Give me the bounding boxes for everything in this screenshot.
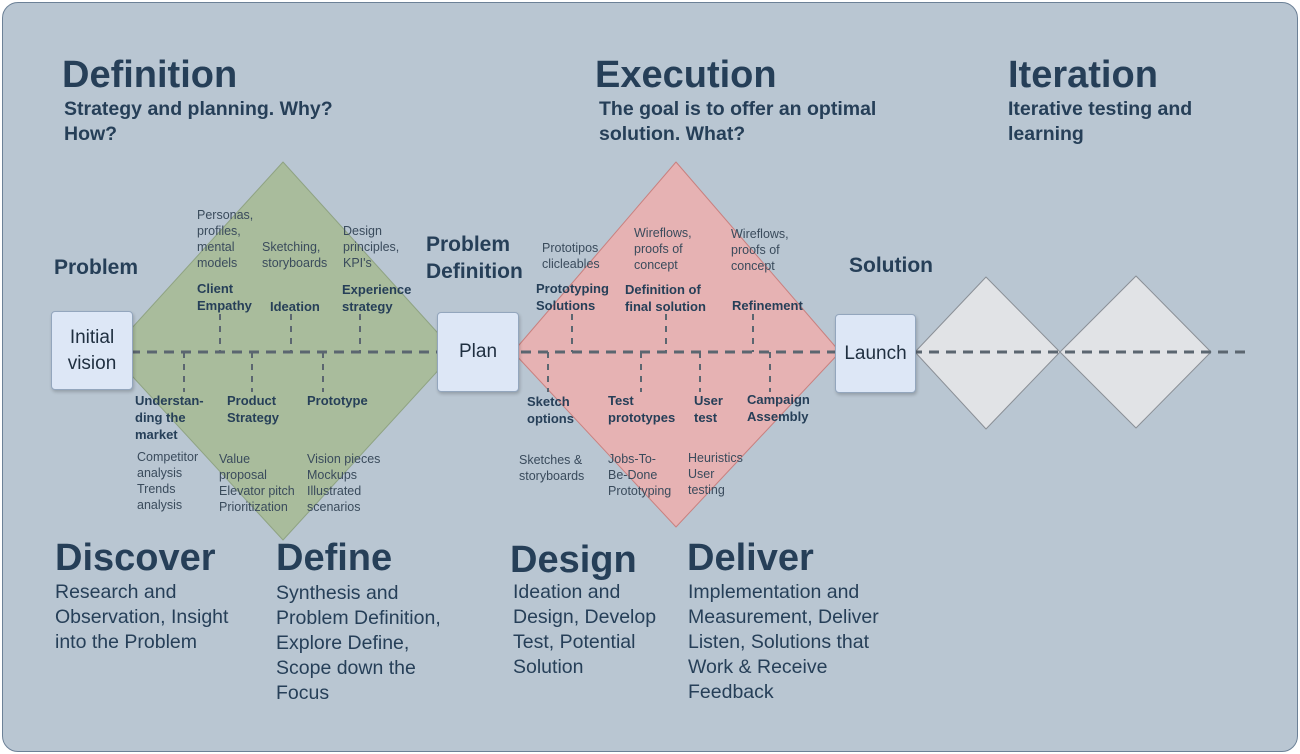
label-prototyping-solutions: Prototyping Solutions — [536, 281, 609, 313]
label-product-strategy: Product Strategy — [227, 393, 280, 425]
detail-test-prototypes: Jobs-To- Be-Done Prototyping — [608, 452, 672, 498]
label-refinement: Refinement — [732, 298, 803, 313]
node-plan: Plan — [437, 312, 519, 392]
detail-understanding-market: Competitor analysis Trends analysis — [137, 450, 199, 512]
phase-body-deliver: Implementation and Measurement, Deliver … — [688, 581, 879, 703]
section-title-definition: Definition — [62, 54, 238, 96]
label-sketch-options: Sketch options — [527, 394, 574, 426]
label-prototype: Prototype — [307, 393, 368, 408]
detail-prototype: Vision pieces Mockups Illustrated scenar… — [307, 452, 381, 514]
detail-ideation: Sketching, storyboards — [262, 240, 328, 270]
detail-sketch-options: Sketches & storyboards — [519, 453, 585, 483]
phase-title-discover: Discover — [55, 537, 216, 579]
detail-experience-strategy: Design principles, KPI's — [343, 224, 400, 270]
section-subtitle-execution: The goal is to offer an optimal solution… — [599, 98, 877, 145]
phase-title-design: Design — [510, 539, 637, 581]
label-user-test: User test — [694, 393, 723, 425]
phase-body-design: Ideation and Design, Develop Test, Poten… — [513, 581, 657, 678]
label-test-prototypes: Test prototypes — [608, 393, 676, 425]
discover-define-diamond — [109, 161, 456, 541]
label-campaign-assembly: Campaign Assembly — [747, 392, 810, 424]
node-launch: Launch — [835, 314, 916, 393]
stage-problem-definition: Problem Definition — [426, 233, 523, 283]
detail-prototyping-solutions: Prototipos clicleables — [542, 241, 600, 271]
section-title-iteration: Iteration — [1008, 54, 1158, 96]
phase-title-deliver: Deliver — [687, 537, 814, 579]
phase-title-define: Define — [276, 537, 393, 579]
label-ideation: Ideation — [270, 299, 320, 314]
node-initial-vision: Initial vision — [51, 311, 133, 390]
label-experience-strategy: Experience strategy — [342, 282, 412, 314]
section-subtitle-definition: Strategy and planning. Why? How? — [64, 98, 333, 145]
label-client-empathy: Client Empathy — [197, 281, 252, 313]
label-understanding-market: Understan- ding the market — [135, 393, 204, 442]
detail-client-empathy: Personas, profiles, mental models — [197, 208, 254, 270]
detail-product-strategy: Value proposal Elevator pitch Prioritiza… — [219, 452, 295, 514]
section-title-execution: Execution — [595, 54, 777, 96]
section-subtitle-iteration: Iterative testing and learning — [1008, 98, 1193, 145]
stage-problem: Problem — [54, 256, 139, 279]
phase-body-define: Synthesis and Problem Definition, Explor… — [276, 582, 441, 704]
detail-user-test: Heuristics User testing — [688, 451, 743, 497]
stage-solution: Solution — [849, 254, 933, 277]
design-deliver-diamond — [512, 161, 841, 528]
phase-body-discover: Research and Observation, Insight into t… — [55, 581, 229, 653]
detail-refinement: Wireflows, proofs of concept — [731, 227, 789, 273]
detail-definition-final-solution: Wireflows, proofs of concept — [634, 226, 692, 272]
label-definition-final-solution: Definition of final solution — [625, 282, 706, 314]
